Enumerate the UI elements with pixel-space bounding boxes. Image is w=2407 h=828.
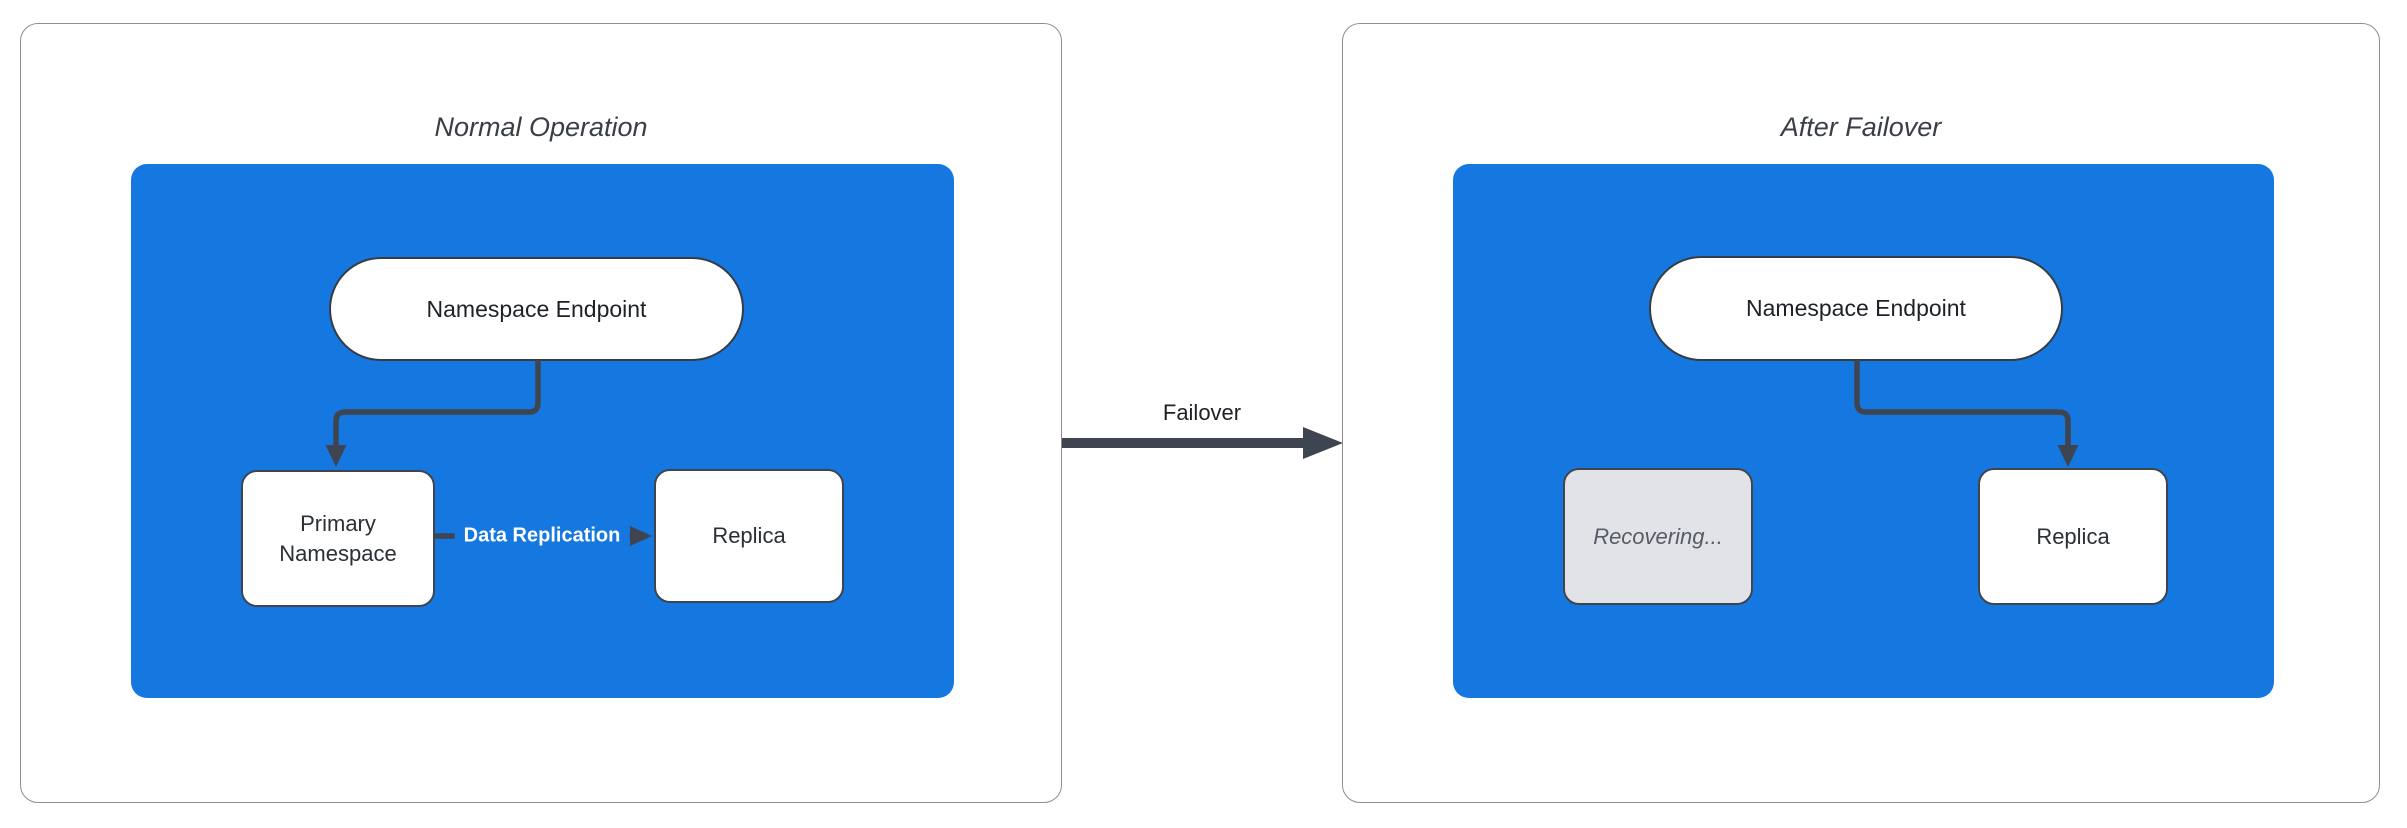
replica-node: Replica <box>654 469 844 603</box>
failover-label: Failover <box>1156 400 1248 426</box>
panel-title: After Failover <box>1780 112 1942 142</box>
replica-node: Replica <box>1978 468 2168 605</box>
namespace-endpoint-label: Namespace Endpoint <box>1746 295 1966 321</box>
replica-label: Replica <box>712 523 786 549</box>
recovering-node: Recovering... <box>1563 468 1753 605</box>
recovering-label: Recovering... <box>1593 523 1723 549</box>
panel-title: Normal Operation <box>434 112 648 142</box>
primary-namespace-label: Primary Namespace <box>279 511 397 566</box>
replica-label: Replica <box>2036 523 2110 549</box>
namespace-endpoint-node: Namespace Endpoint <box>1649 256 2063 361</box>
namespace-endpoint-node: Namespace Endpoint <box>329 257 744 361</box>
primary-namespace-node: Primary Namespace <box>241 470 435 607</box>
panel-after-failover: After Failover Namespace Endpoint Recove… <box>1342 23 2380 803</box>
namespace-endpoint-label: Namespace Endpoint <box>426 295 647 322</box>
panel-normal-operation: Normal Operation Namespace Endpoint Prim… <box>20 23 1062 803</box>
arrowhead-right-icon <box>1303 427 1343 459</box>
namespace-cluster: Namespace Endpoint Recovering... Replica <box>1453 164 2274 698</box>
data-replication-label: Data Replication <box>454 522 630 550</box>
namespace-cluster: Namespace Endpoint Primary Namespace Rep… <box>131 164 954 698</box>
